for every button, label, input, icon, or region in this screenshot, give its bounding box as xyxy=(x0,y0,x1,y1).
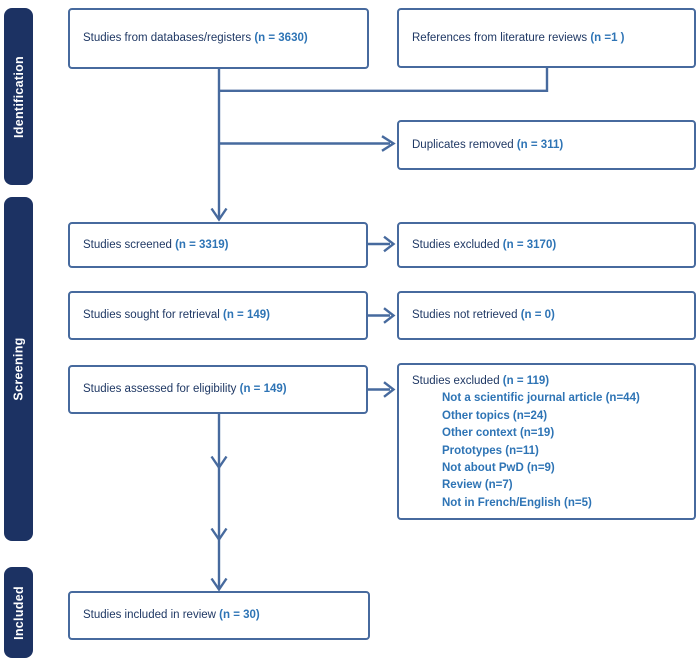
exclusion-reason: Prototypes (n=11) xyxy=(442,444,539,457)
screening-label: Screening xyxy=(11,337,26,401)
exclusion-reason: Not in French/English (n=5) xyxy=(442,496,592,509)
box-studies-included-review: Studies included in review (n = 30) xyxy=(68,591,370,640)
exclusion-reason: Other topics (n=24) xyxy=(442,409,548,422)
box-text: Studies excluded (n = 3170) xyxy=(412,238,556,252)
box-label: Studies excluded xyxy=(412,238,500,251)
identification-label: Identification xyxy=(11,55,26,138)
box-studies-screened: Studies screened (n = 3319) xyxy=(68,222,368,268)
arrowhead-included xyxy=(210,577,228,592)
box-text: Studies from databases/registers (n = 36… xyxy=(83,31,308,45)
box-count: (n = 3319) xyxy=(175,238,229,251)
box-count: (n = 0) xyxy=(520,309,555,322)
box-count: (n = 3630) xyxy=(254,32,308,45)
box-count: (n = 311) xyxy=(516,138,564,151)
box-label: Studies excluded xyxy=(412,375,500,387)
box-label: References from literature reviews xyxy=(412,31,588,44)
exclusion-reason: Not about PwD (n=9) xyxy=(442,462,555,475)
box-text: References from literature reviews (n =1… xyxy=(412,31,625,45)
box-studies-assessed-eligibility: Studies assessed for eligibility (n = 14… xyxy=(68,365,368,414)
box-text: Studies screened (n = 3319) xyxy=(83,238,228,252)
box-count: (n = 149) xyxy=(239,383,287,396)
box-text: Studies included in review (n = 30) xyxy=(83,608,260,622)
box-count: (n = 149) xyxy=(223,309,270,322)
box-text: Studies excluded (n = 119) xyxy=(412,373,686,390)
sidebar-phase-screening: Screening xyxy=(4,197,33,541)
box-text: Studies not retrieved (n = 0) xyxy=(412,308,555,322)
exclusion-reason: Other context (n=19) xyxy=(442,427,555,440)
arrowhead-not-retrieved xyxy=(383,307,396,324)
box-text: Studies assessed for eligibility (n = 14… xyxy=(83,382,287,396)
box-count: (n =1 ) xyxy=(590,31,625,44)
box-label: Studies sought for retrieval xyxy=(83,309,220,322)
box-references-from-reviews: References from literature reviews (n =1… xyxy=(397,8,696,68)
box-label: Studies included in review xyxy=(83,609,216,622)
box-label: Studies from databases/registers xyxy=(83,32,252,45)
box-label: Duplicates removed xyxy=(412,138,514,151)
sidebar-phase-included: Included xyxy=(4,567,33,658)
box-count: (n = 30) xyxy=(219,609,260,622)
box-text: Duplicates removed (n = 311) xyxy=(412,138,563,152)
box-studies-from-databases: Studies from databases/registers (n = 36… xyxy=(68,8,369,69)
box-label: Studies assessed for eligibility xyxy=(83,383,237,396)
arrowhead-excluded-screening xyxy=(383,235,396,253)
box-label: Studies screened xyxy=(83,238,172,251)
box-studies-excluded-eligibility: Studies excluded (n = 119) Not a scienti… xyxy=(397,363,696,520)
exclusion-reason: Review (n=7) xyxy=(442,479,513,492)
box-duplicates-removed: Duplicates removed (n = 311) xyxy=(397,120,696,170)
included-label: Included xyxy=(11,585,26,640)
exclusion-reason: Not a scientific journal article (n=44) xyxy=(442,392,640,405)
box-studies-sought-retrieval: Studies sought for retrieval (n = 149) xyxy=(68,291,368,340)
box-count: (n = 119) xyxy=(502,375,550,387)
box-label: Studies not retrieved xyxy=(412,309,518,322)
arrowhead-duplicates xyxy=(381,135,396,152)
box-studies-excluded-screening: Studies excluded (n = 3170) xyxy=(397,222,696,268)
arrowhead-screened xyxy=(210,207,228,222)
box-count: (n = 3170) xyxy=(502,238,557,251)
arrowhead-excluded-eligibility xyxy=(383,381,396,398)
box-studies-not-retrieved: Studies not retrieved (n = 0) xyxy=(397,291,696,340)
sidebar-phase-identification: Identification xyxy=(4,8,33,185)
box-text: Studies sought for retrieval (n = 149) xyxy=(83,308,270,322)
connector-references-merge xyxy=(219,68,549,92)
